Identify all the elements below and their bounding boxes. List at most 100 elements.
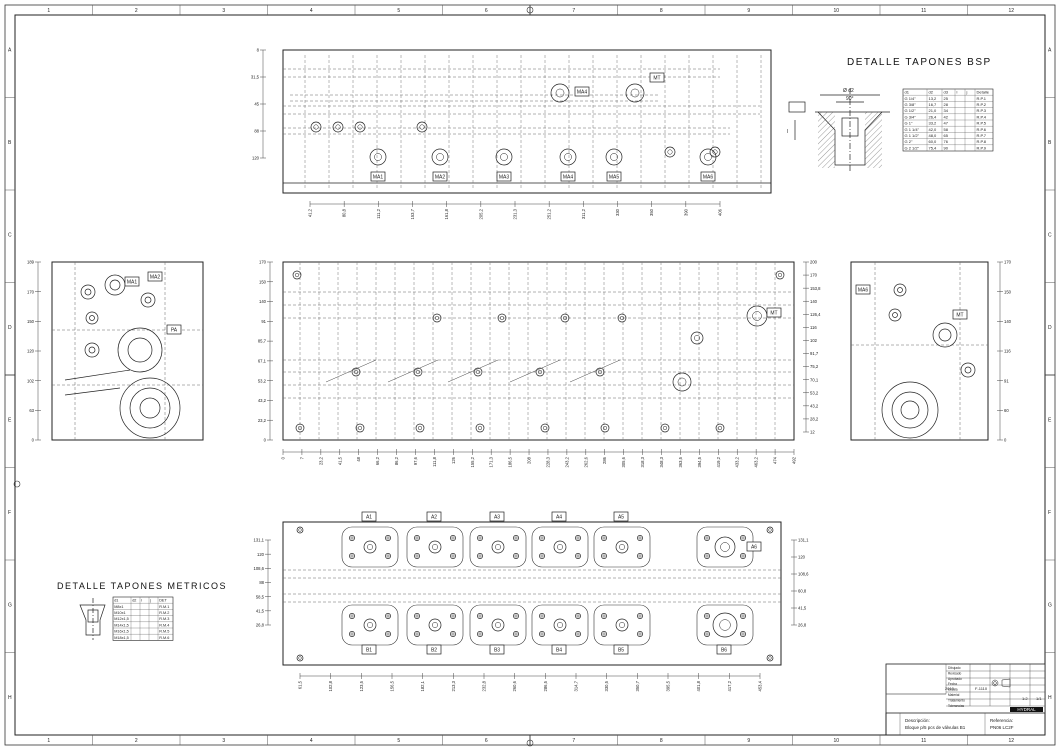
bolt-hole xyxy=(414,535,420,541)
bolt-hole-core xyxy=(386,632,390,636)
port-label-box xyxy=(370,171,386,182)
dimension-label: 314,7 xyxy=(574,680,579,691)
svg-text:Ø d2: Ø d2 xyxy=(843,88,854,94)
dimension-label: 120 xyxy=(257,552,265,557)
bolt-hole xyxy=(560,313,570,323)
bolt-hole xyxy=(535,367,545,377)
bolt-hole-core xyxy=(712,149,718,155)
bolt-hole-core xyxy=(576,554,580,558)
bolt-hole-core xyxy=(705,554,709,558)
dimension-label: 155,2 xyxy=(470,456,475,467)
bolt-hole xyxy=(601,631,607,637)
scale-value: 1:2 xyxy=(1022,696,1028,701)
port-label: MA6 xyxy=(858,287,869,293)
bolt-hole-core xyxy=(562,315,568,321)
bolt-hole-core xyxy=(451,554,455,558)
dimension-label: 243,2 xyxy=(564,456,569,467)
bolt-hole-core xyxy=(638,554,642,558)
valve-mounting-face xyxy=(593,604,651,646)
frame-row-label: F xyxy=(1048,510,1051,516)
dimension-label: 41,5 xyxy=(798,606,807,611)
bolt-hole-core xyxy=(298,528,302,532)
dimension-label: 108,6 xyxy=(798,572,809,577)
bolt-hole-core xyxy=(576,614,580,618)
frame-col-label: 6 xyxy=(485,8,488,14)
bolt-hole-core xyxy=(367,544,373,550)
bolt-hole xyxy=(600,423,610,433)
port-label: A5 xyxy=(618,514,624,520)
bolt-hole xyxy=(740,613,746,619)
bolt-hole xyxy=(497,313,507,323)
dimension-label: 116 xyxy=(1004,349,1011,354)
port-label: PA xyxy=(171,327,178,333)
frame-col-label: 5 xyxy=(397,8,400,14)
bolt-hole-core xyxy=(602,425,608,431)
bolt-hole-core xyxy=(557,544,563,550)
dimension-label: 8 xyxy=(257,48,260,53)
bolt-hole xyxy=(601,553,607,559)
bolt-hole-core xyxy=(294,272,300,278)
dimension-label: 205,2 xyxy=(478,208,483,219)
bsp-table-header: Detalle xyxy=(977,90,990,95)
bolt-hole-core xyxy=(717,425,723,431)
port-label-box xyxy=(489,644,505,655)
bsp-table-cell: 21,0 xyxy=(929,108,938,113)
bolt-hole xyxy=(637,553,643,559)
metric-table-cell: M12x1,5 xyxy=(114,617,129,621)
bolt-hole xyxy=(625,83,645,103)
frame-row-label: D xyxy=(1048,325,1052,331)
frame-row-label: B xyxy=(1048,140,1052,146)
bolt-hole xyxy=(432,313,442,323)
frame-col-label: 12 xyxy=(1008,8,1014,14)
dimension-label: 186,5 xyxy=(508,456,513,467)
bolt-hole xyxy=(349,631,355,637)
port-label-box xyxy=(166,324,182,335)
bsp-table-header: d2 xyxy=(929,90,934,95)
frame-col-label: 8 xyxy=(660,738,663,744)
bsp-table-cell: 58 xyxy=(944,127,949,132)
bolt-hole-core xyxy=(610,153,618,161)
internal-channel xyxy=(387,359,439,383)
port-label-box xyxy=(489,511,505,522)
frame-col-label: 12 xyxy=(1008,738,1014,744)
bsp-table-cell: 48,0 xyxy=(929,133,938,138)
dimension-label: 111,2 xyxy=(376,208,381,219)
bolt-hole-core xyxy=(434,315,440,321)
bsp-table-cell: 90 xyxy=(944,145,949,150)
frame-row-label: G xyxy=(1048,602,1052,608)
frame-col-label: 10 xyxy=(833,8,839,14)
valve-mounting-face xyxy=(341,526,399,568)
bsp-table-cell: G 2 1/2" xyxy=(905,145,920,150)
port-label: MT xyxy=(956,312,963,318)
bolt-hole xyxy=(690,331,704,345)
dimension-label: 170 xyxy=(1004,260,1012,265)
bsp-table-cell: R.P.7 xyxy=(977,133,987,138)
bolt-hole xyxy=(473,367,483,377)
bsp-table-cell: G 1/4" xyxy=(905,96,917,101)
bolt-hole xyxy=(491,540,505,554)
dimension-label: 126 xyxy=(451,456,456,464)
port-label-box xyxy=(551,644,567,655)
bolt-hole-core xyxy=(419,124,425,130)
bolt-hole-core xyxy=(540,536,544,540)
dimension-label: 330,5 xyxy=(604,680,609,691)
bsp-table-cell: R.P.2 xyxy=(977,102,987,107)
dimension-label: 66,2 xyxy=(375,456,380,465)
bsp-table-cell: 65 xyxy=(944,133,949,138)
bolt-hole-core xyxy=(768,656,772,660)
bolt-hole xyxy=(740,535,746,541)
frame-col-label: 9 xyxy=(747,8,750,14)
bolt-hole xyxy=(740,631,746,637)
frame-col-label: 4 xyxy=(310,8,313,14)
frame-col-label: 8 xyxy=(660,8,663,14)
bolt-hole-core xyxy=(619,315,625,321)
description-value: Bloque p/5 pcs de válvulas B1 xyxy=(905,725,966,730)
dimension-label: 60,8 xyxy=(798,589,807,594)
port-label: MA5 xyxy=(609,174,620,180)
title-block-field: Material xyxy=(948,693,960,697)
title-block: HYDRAL Descripción: Bloque p/5 pcs de vá… xyxy=(885,663,1046,736)
